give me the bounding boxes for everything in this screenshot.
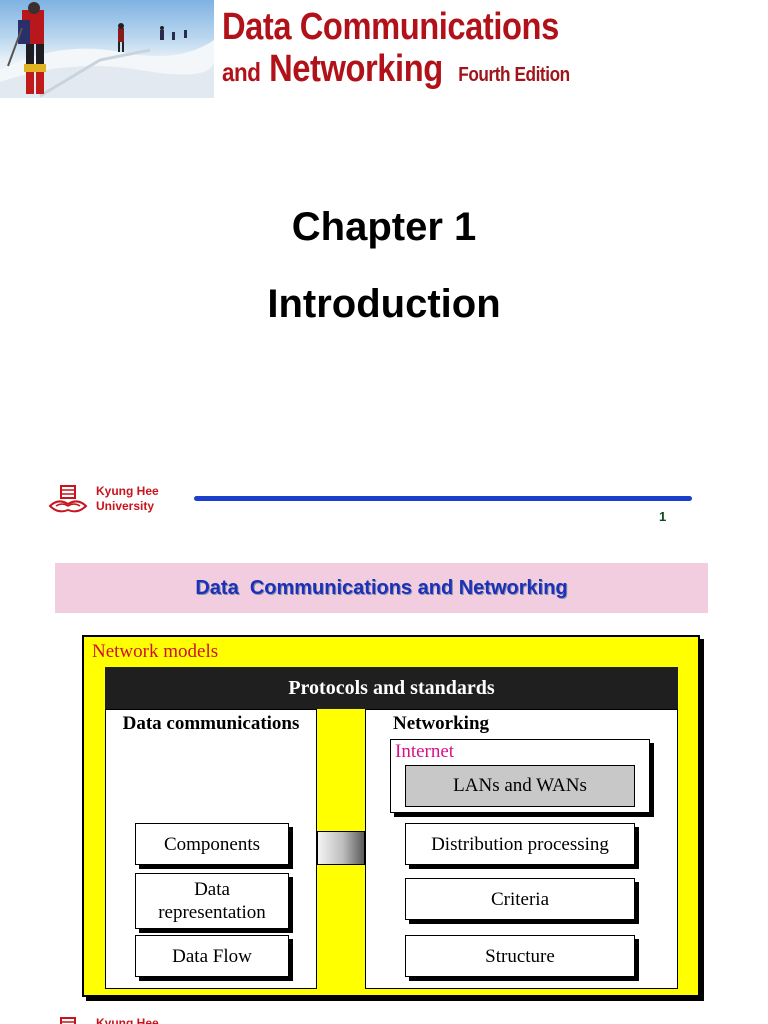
internet-box: Internet LANs and WANs xyxy=(390,739,650,813)
book-title-and: and xyxy=(222,57,261,87)
criteria-box: Criteria xyxy=(405,878,635,920)
university-seal-icon xyxy=(48,1016,88,1024)
university-name-line2: University xyxy=(96,499,155,513)
slide2-footer: Kyung Hee xyxy=(0,1014,768,1024)
slide-title: Data Communications and Networking xyxy=(195,576,568,599)
lans-wans-box: LANs and WANs xyxy=(405,765,635,807)
data-flow-box: Data Flow xyxy=(135,935,289,977)
components-box: Components xyxy=(135,823,289,865)
cover-photo-climbers xyxy=(0,0,214,98)
book-title: Data Communications and Networking Fourth… xyxy=(222,6,570,96)
university-name: Kyung Hee University xyxy=(96,484,159,514)
structure-box: Structure xyxy=(405,935,635,977)
data-communications-heading: Data communications xyxy=(122,713,300,734)
data-communications-panel: Data communications Components Data repr… xyxy=(105,709,317,989)
panel-connector xyxy=(317,831,365,865)
protocols-standards-bar: Protocols and standards xyxy=(105,667,678,709)
overview-slide: Data Communications and Networking Netwo… xyxy=(0,545,768,1024)
slide-title-band: Data Communications and Networking xyxy=(55,563,708,613)
footer-divider xyxy=(194,496,692,501)
network-models-label: Network models xyxy=(92,641,219,662)
data-representation-box: Data representation xyxy=(135,873,289,929)
page-number: 1 xyxy=(659,509,667,524)
internet-label: Internet xyxy=(395,741,455,762)
networking-panel: Networking Internet LANs and WANs Distri… xyxy=(365,709,678,989)
university-name-partial: Kyung Hee xyxy=(96,1016,159,1024)
networking-heading: Networking xyxy=(392,713,490,734)
distribution-processing-box: Distribution processing xyxy=(405,823,635,865)
chapter-title: Introduction xyxy=(267,282,501,326)
university-name-line1: Kyung Hee xyxy=(96,484,159,498)
university-seal-icon xyxy=(48,484,88,518)
title-slide: Data Communications and Networking Fourth… xyxy=(0,0,768,530)
book-title-line2: Networking xyxy=(269,48,443,90)
book-title-line1: Data Communications xyxy=(222,6,559,48)
network-models-diagram: Network models Protocols and standards D… xyxy=(82,635,700,997)
slide-footer: Kyung Hee University 1 xyxy=(0,480,768,530)
edition-label: Fourth Edition xyxy=(458,64,570,86)
chapter-number: Chapter 1 xyxy=(291,205,477,249)
